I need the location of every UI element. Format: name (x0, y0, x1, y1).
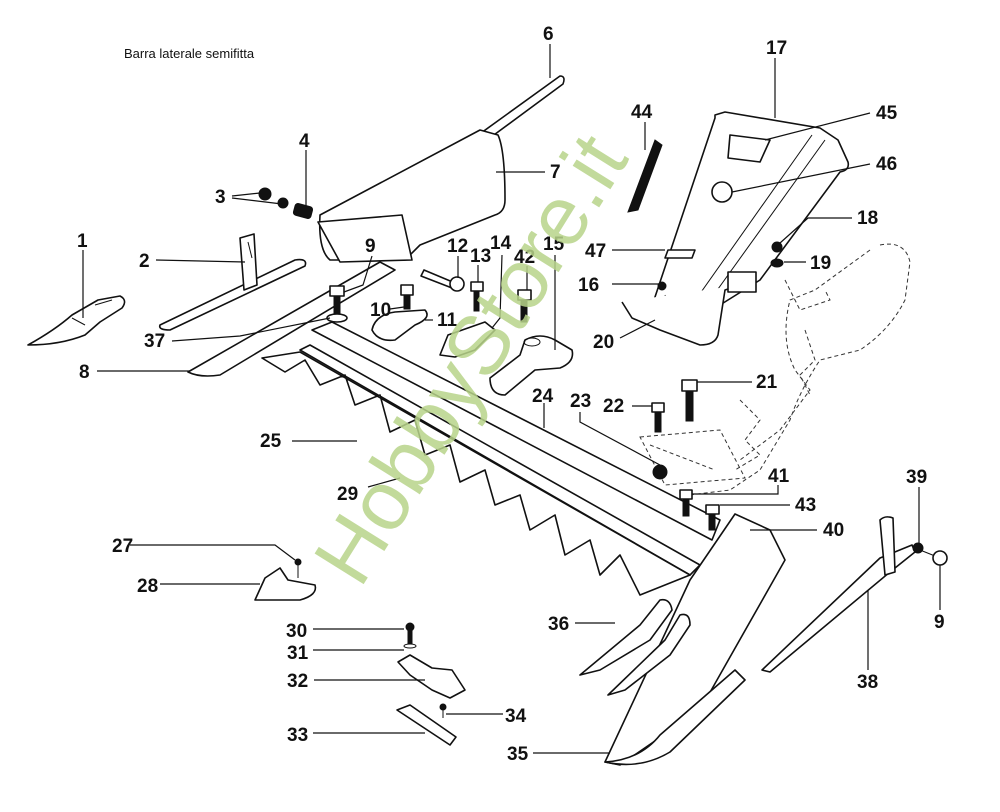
part-43-bolt (705, 504, 720, 531)
callout-32: 32 (287, 671, 308, 692)
diagram-title: Barra laterale semifitta (124, 46, 255, 61)
part-46-sticker-circle (711, 181, 733, 203)
leader-lines (82, 44, 941, 754)
callout-labels: 1 2 3 4 6 7 8 9 9 10 11 12 13 14 15 16 1… (77, 24, 945, 765)
callout-40: 40 (823, 520, 844, 541)
callout-11: 11 (437, 310, 458, 331)
callout-7: 7 (550, 162, 561, 183)
callout-15: 15 (543, 234, 565, 255)
callout-43: 43 (795, 495, 816, 516)
part-10-bolt (400, 284, 414, 310)
callout-36: 36 (548, 614, 569, 635)
callout-8: 8 (79, 362, 90, 383)
callout-9-left: 9 (365, 236, 376, 257)
callout-13: 13 (470, 246, 491, 267)
callout-2: 2 (139, 251, 150, 272)
callout-38: 38 (857, 672, 878, 693)
part-28-plate (254, 567, 317, 601)
part-33-wear-plate (396, 704, 457, 746)
callout-20: 20 (593, 332, 614, 353)
callout-39: 39 (906, 467, 927, 488)
callout-18: 18 (857, 208, 878, 229)
callout-10: 10 (370, 300, 391, 321)
callout-19: 19 (810, 253, 831, 274)
part-13-bolt (470, 281, 484, 312)
callout-16: 16 (578, 275, 599, 296)
part-38-outer-divider-rod (761, 516, 916, 673)
part-3-nuts (258, 187, 289, 209)
callout-22: 22 (603, 396, 624, 417)
part-45-label (727, 134, 771, 163)
part-42-bolt (517, 289, 532, 323)
part-21-bolt (681, 379, 698, 422)
callout-27: 27 (112, 536, 133, 557)
part-39-washer (912, 542, 924, 554)
part-23-nut (652, 464, 668, 480)
callout-30: 30 (286, 621, 307, 642)
callout-3: 3 (215, 187, 226, 208)
part-25-knife-sections (261, 351, 691, 596)
part-47-label (664, 249, 696, 259)
part-4-spring (292, 203, 314, 219)
callout-41: 41 (768, 466, 790, 487)
part-11-clip (371, 309, 428, 342)
callout-14: 14 (490, 233, 512, 254)
part-7-side-plate (317, 129, 506, 263)
callout-4: 4 (299, 131, 310, 152)
part-2-divider (158, 233, 307, 331)
part-20-bracket (621, 271, 757, 346)
tractor-outline-dashed (689, 243, 911, 496)
callout-6: 6 (543, 24, 554, 45)
callout-37: 37 (144, 331, 165, 352)
callout-21: 21 (756, 372, 778, 393)
part-9-bolt-right (919, 549, 948, 566)
part-35-skid (604, 669, 746, 766)
part-19-washer (770, 258, 784, 268)
callout-45: 45 (876, 103, 898, 124)
callout-35: 35 (507, 744, 529, 765)
callout-34: 34 (505, 706, 527, 727)
part-36-guards (579, 598, 691, 696)
part-27-rivet (294, 558, 302, 578)
part-32-knife-holder (397, 654, 466, 699)
part-44-decal (627, 139, 663, 213)
callout-47: 47 (585, 241, 606, 262)
part-14-clamp (439, 321, 496, 358)
callout-29: 29 (337, 484, 358, 505)
part-15-drive-arm (489, 335, 574, 396)
callout-12: 12 (447, 236, 468, 257)
part-31-washer (403, 643, 417, 649)
part-1-guard-finger (27, 295, 126, 346)
callout-31: 31 (287, 643, 309, 664)
callout-1: 1 (77, 231, 88, 252)
callout-44: 44 (631, 102, 653, 123)
part-12-pin (420, 269, 465, 292)
callout-25: 25 (260, 431, 282, 452)
callout-33: 33 (287, 725, 308, 746)
callout-9-right: 9 (934, 612, 945, 633)
callout-46: 46 (876, 154, 897, 175)
callout-23: 23 (570, 391, 591, 412)
part-22-bolt (651, 402, 665, 433)
part-30-bolt (405, 622, 415, 645)
callout-28: 28 (137, 576, 158, 597)
part-18-nut (771, 241, 783, 253)
callout-17: 17 (766, 38, 787, 59)
callout-42: 42 (514, 247, 535, 268)
callout-24: 24 (532, 386, 554, 407)
part-34-screw (439, 703, 447, 718)
